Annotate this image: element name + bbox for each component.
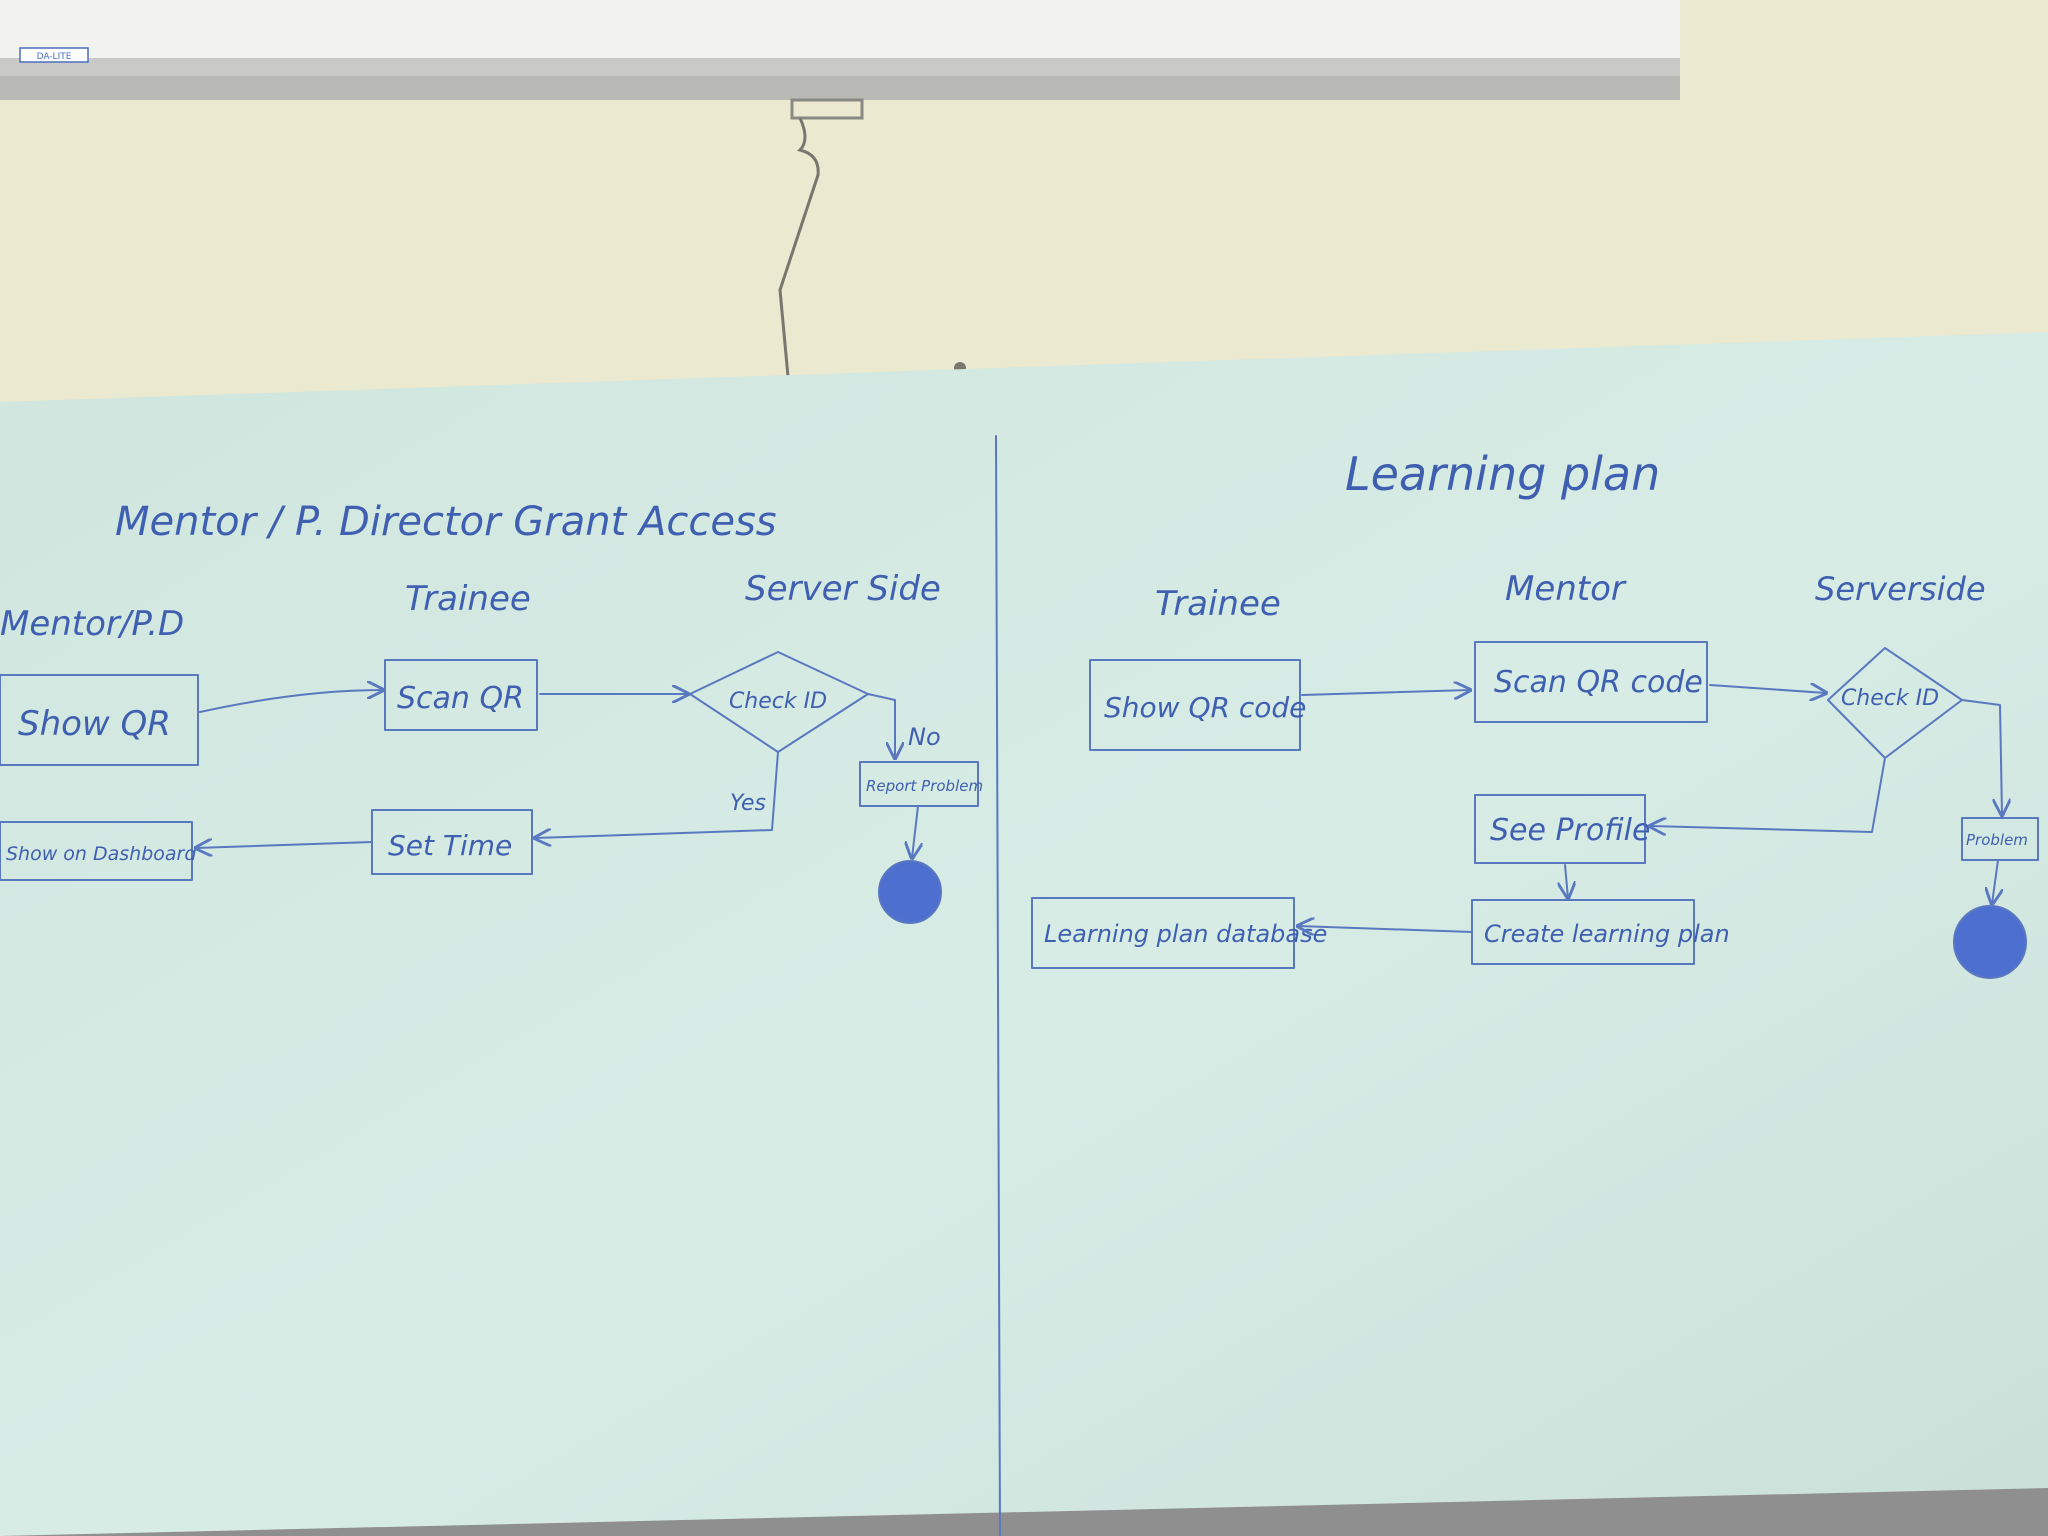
right-diagram-title: Learning plan bbox=[1345, 447, 1660, 501]
end-node-2 bbox=[1953, 905, 2027, 979]
whiteboard bbox=[0, 332, 2048, 1536]
edge-check-to-profile bbox=[1650, 757, 1886, 832]
lane-header-server-side: Server Side bbox=[745, 569, 941, 609]
edge-show-to-scan bbox=[1301, 690, 1470, 695]
node-learning-plan-database bbox=[1031, 897, 1295, 969]
node-problem-label: Problem bbox=[1966, 831, 2028, 849]
node-show-qr-label: Show QR bbox=[18, 704, 171, 744]
node-check-id-2-label: Check ID bbox=[1841, 686, 1939, 711]
divider-line bbox=[995, 435, 1001, 1536]
lane-header-mentor: Mentor bbox=[1505, 569, 1627, 609]
edge-create-to-database bbox=[1298, 926, 1473, 932]
end-node bbox=[878, 860, 942, 924]
node-scan-qr-label: Scan QR bbox=[397, 681, 524, 716]
edge-check-to-problem bbox=[1961, 699, 2002, 815]
projector-screen-housing: DA-LITE bbox=[0, 0, 1680, 100]
node-show-dashboard bbox=[0, 821, 193, 881]
edge-set-time-to-dashboard bbox=[196, 842, 373, 848]
edge-scan-to-check bbox=[1709, 685, 1826, 693]
node-report-problem-label: Report Problem bbox=[866, 777, 983, 795]
node-show-qr-code-label: Show QR code bbox=[1104, 691, 1306, 724]
left-diagram: Mentor / P. Director Grant Access Mentor… bbox=[0, 499, 983, 924]
node-show-qr bbox=[0, 674, 199, 766]
edge-problem-to-end bbox=[912, 805, 918, 858]
node-set-time-label: Set Time bbox=[388, 829, 512, 862]
node-scan-qr bbox=[384, 659, 538, 731]
edge-profile-to-create bbox=[1565, 864, 1568, 898]
left-diagram-title: Mentor / P. Director Grant Access bbox=[115, 499, 777, 545]
edge-label-yes: Yes bbox=[730, 791, 766, 816]
node-see-profile bbox=[1474, 794, 1646, 864]
node-see-profile-label: See Profile bbox=[1490, 813, 1650, 848]
node-show-dashboard-label: Show on Dashboard bbox=[6, 843, 197, 865]
lane-header-serverside: Serverside bbox=[1815, 570, 1986, 608]
edge-label-no: No bbox=[908, 723, 941, 751]
node-scan-qr-code-label: Scan QR code bbox=[1494, 665, 1703, 700]
node-create-learning-plan-label: Create learning plan bbox=[1484, 920, 1730, 948]
brand-label-text: DA-LITE bbox=[37, 52, 72, 62]
edge-show-qr-to-scan-qr bbox=[199, 690, 383, 713]
lane-header-mentor-pd: Mentor/P.D bbox=[0, 604, 184, 644]
edge-check-id-no bbox=[867, 693, 895, 758]
node-problem bbox=[1961, 817, 2039, 861]
node-learning-plan-database-label: Learning plan database bbox=[1044, 920, 1327, 948]
right-diagram: Learning plan Trainee Mentor Serverside … bbox=[1031, 447, 2039, 979]
node-show-qr-code bbox=[1089, 659, 1301, 751]
edge-problem-to-end-2 bbox=[1992, 859, 1998, 904]
lane-header-trainee: Trainee bbox=[405, 579, 531, 619]
node-check-id-label: Check ID bbox=[729, 689, 827, 714]
edge-check-id-yes bbox=[535, 751, 779, 838]
node-scan-qr-code bbox=[1474, 641, 1708, 723]
brand-label bbox=[19, 47, 89, 63]
lane-header-trainee-2: Trainee bbox=[1155, 584, 1281, 624]
whiteboard-ledge bbox=[0, 1488, 2048, 1536]
